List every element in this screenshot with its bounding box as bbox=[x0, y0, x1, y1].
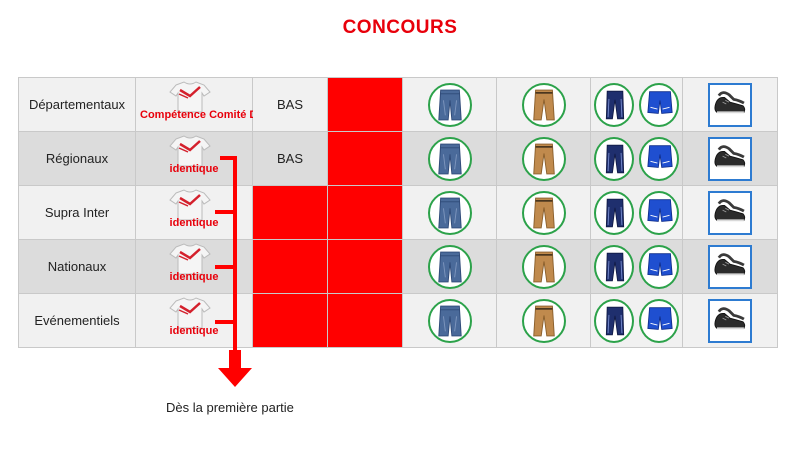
shoes-cell bbox=[682, 239, 778, 294]
shirt-caption: identique bbox=[169, 325, 219, 337]
shorts-icon bbox=[638, 298, 679, 343]
sneakers-icon bbox=[708, 82, 752, 127]
chino-cell bbox=[496, 293, 591, 348]
level-cell: Départementaux bbox=[18, 77, 136, 132]
red-block-cell bbox=[327, 239, 403, 294]
bas-label: BAS bbox=[276, 150, 303, 166]
level-cell: Evénementiels bbox=[18, 293, 136, 348]
track-pants-icon bbox=[594, 136, 635, 181]
chino-pants-icon bbox=[521, 298, 566, 343]
sneakers-icon bbox=[708, 136, 752, 181]
track-pants-icon bbox=[594, 244, 635, 289]
chino-pants-icon bbox=[521, 244, 566, 289]
tshirt-icon bbox=[168, 81, 212, 113]
jeans-cell bbox=[402, 77, 497, 132]
red-block-cell bbox=[252, 185, 328, 240]
bas-cell: BAS bbox=[252, 131, 328, 186]
sport-cell bbox=[590, 185, 683, 240]
shoes-cell bbox=[682, 77, 778, 132]
jeans-cell bbox=[402, 293, 497, 348]
tshirt-icon bbox=[168, 243, 212, 275]
row-label: Départementaux bbox=[28, 96, 126, 112]
chino-cell bbox=[496, 239, 591, 294]
chino-cell bbox=[496, 185, 591, 240]
sneakers-icon bbox=[708, 244, 752, 289]
jeans-icon bbox=[427, 82, 472, 127]
chino-pants-icon bbox=[521, 190, 566, 235]
note-text: Dès la première partie bbox=[166, 400, 294, 415]
table-row: Nationaux identique bbox=[18, 239, 778, 294]
jeans-cell bbox=[402, 185, 497, 240]
red-block-cell bbox=[327, 77, 403, 132]
level-cell: Régionaux bbox=[18, 131, 136, 186]
track-pants-icon bbox=[594, 190, 635, 235]
red-block-cell bbox=[252, 293, 328, 348]
tshirt-icon bbox=[168, 297, 212, 329]
bas-cell: BAS bbox=[252, 77, 328, 132]
shorts-icon bbox=[638, 136, 679, 181]
shorts-icon bbox=[638, 190, 679, 235]
jeans-icon bbox=[427, 244, 472, 289]
shirt-cell: identique bbox=[135, 185, 253, 240]
sport-cell bbox=[590, 77, 683, 132]
chino-pants-icon bbox=[521, 82, 566, 127]
row-label: Supra Inter bbox=[44, 204, 110, 220]
sport-cell bbox=[590, 239, 683, 294]
table-row: Régionaux identique BAS bbox=[18, 131, 778, 186]
table-row: Départementaux Compétence Comité Départe… bbox=[18, 77, 778, 132]
shoes-cell bbox=[682, 185, 778, 240]
table-row: Supra Inter identique bbox=[18, 185, 778, 240]
red-block-cell bbox=[327, 293, 403, 348]
uniform-table: Départementaux Compétence Comité Départe… bbox=[18, 77, 778, 348]
sport-cell bbox=[590, 293, 683, 348]
shirt-caption: identique bbox=[169, 271, 219, 283]
row-label: Evénementiels bbox=[34, 312, 120, 328]
page-title: CONCOURS bbox=[342, 17, 458, 38]
track-pants-icon bbox=[594, 82, 635, 127]
chino-pants-icon bbox=[521, 136, 566, 181]
table-row: Evénementiels identique bbox=[18, 293, 778, 348]
shirt-caption: identique bbox=[169, 163, 219, 175]
tshirt-icon bbox=[168, 189, 212, 221]
jeans-icon bbox=[427, 298, 472, 343]
level-cell: Nationaux bbox=[18, 239, 136, 294]
sneakers-icon bbox=[708, 190, 752, 235]
red-block-cell bbox=[327, 185, 403, 240]
arrow-down-icon bbox=[215, 156, 252, 387]
jeans-icon bbox=[427, 190, 472, 235]
shorts-icon bbox=[638, 244, 679, 289]
chino-cell bbox=[496, 77, 591, 132]
shoes-cell bbox=[682, 293, 778, 348]
sport-cell bbox=[590, 131, 683, 186]
jeans-icon bbox=[427, 136, 472, 181]
jeans-cell bbox=[402, 239, 497, 294]
chino-cell bbox=[496, 131, 591, 186]
shirt-caption: identique bbox=[169, 217, 219, 229]
red-block-cell bbox=[327, 131, 403, 186]
row-label: Nationaux bbox=[47, 258, 107, 274]
row-label: Régionaux bbox=[45, 150, 109, 166]
bas-label: BAS bbox=[276, 96, 303, 112]
track-pants-icon bbox=[594, 298, 635, 343]
shorts-icon bbox=[638, 82, 679, 127]
red-block-cell bbox=[252, 239, 328, 294]
level-cell: Supra Inter bbox=[18, 185, 136, 240]
shirt-cell: Compétence Comité Départemental bbox=[135, 77, 326, 132]
shoes-cell bbox=[682, 131, 778, 186]
jeans-cell bbox=[402, 131, 497, 186]
sneakers-icon bbox=[708, 298, 752, 343]
tshirt-icon bbox=[168, 135, 212, 167]
